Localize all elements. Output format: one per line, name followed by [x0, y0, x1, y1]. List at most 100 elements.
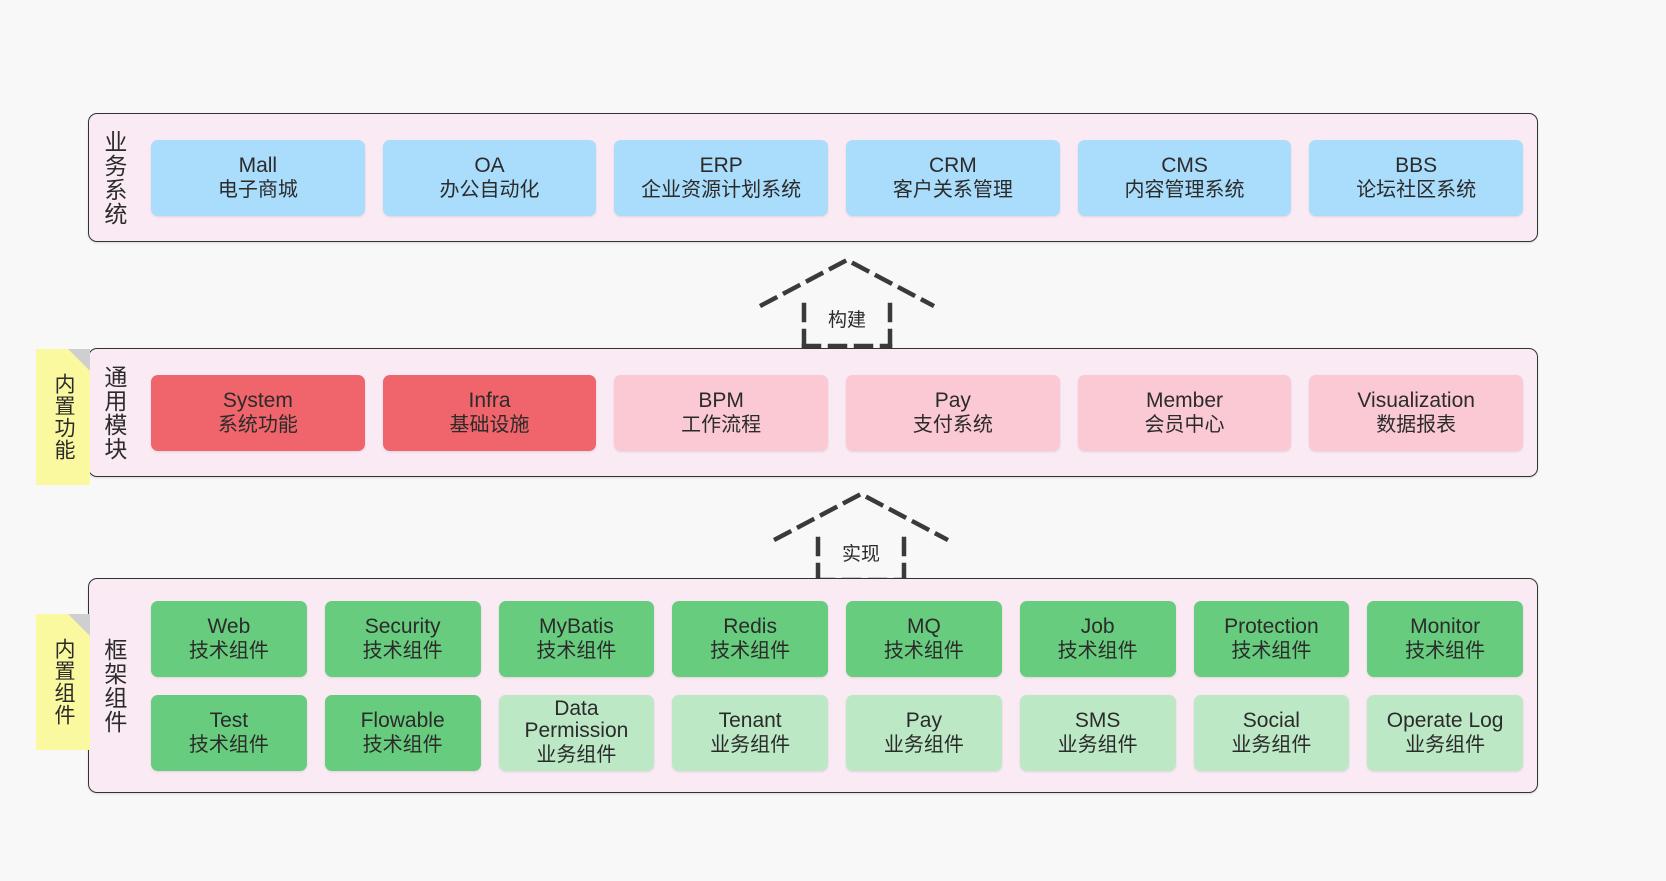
card-subtitle: 技术组件: [710, 640, 791, 663]
card-monitor[interactable]: Monitor 技术组件: [1367, 600, 1523, 677]
card-bbs[interactable]: BBS 论坛社区系统: [1309, 139, 1524, 216]
connector-implement-label: 实现: [841, 544, 881, 565]
card-subtitle: 业务组件: [710, 734, 791, 757]
card-title: Member: [1146, 388, 1224, 412]
connector-build: 构建: [752, 250, 942, 350]
card-subtitle: 电子商城: [217, 179, 298, 202]
card-title: MQ: [906, 614, 941, 638]
layer-business-system[interactable]: 业务系统 Mall 电子商城 OA 办公自动化 ERP 企业资源计划系统 CRM…: [88, 113, 1538, 242]
card-title: SMS: [1074, 708, 1121, 732]
card-redis[interactable]: Redis 技术组件: [672, 600, 828, 677]
card-protection[interactable]: Protection 技术组件: [1193, 600, 1350, 677]
card-system[interactable]: System 系统功能: [151, 374, 365, 451]
card-row: Test 技术组件 Flowable 技术组件 Data Permission …: [151, 694, 1523, 771]
layer-body-business-system: Mall 电子商城 OA 办公自动化 ERP 企业资源计划系统 CRM 客户关系…: [137, 114, 1537, 241]
card-subtitle: 论坛社区系统: [1356, 179, 1477, 202]
card-visualization[interactable]: Visualization 数据报表: [1309, 374, 1524, 451]
connector-implement-arrow: [772, 491, 950, 584]
sticky-note-label: 内置功能: [51, 373, 75, 461]
card-test[interactable]: Test 技术组件: [151, 694, 307, 771]
card-title: BPM: [698, 388, 744, 412]
card-subtitle: 业务组件: [1405, 734, 1486, 757]
card-crm[interactable]: CRM 客户关系管理: [846, 139, 1060, 216]
card-job[interactable]: Job 技术组件: [1019, 600, 1176, 677]
card-subtitle: 技术组件: [362, 734, 443, 757]
card-title: MyBatis: [539, 614, 614, 638]
layer-title-business-system: 业务系统: [100, 129, 127, 226]
card-subtitle: 支付系统: [912, 414, 993, 437]
card-title: Security: [364, 614, 441, 638]
card-title: Visualization: [1357, 388, 1475, 412]
card-subtitle: 基础设施: [449, 414, 530, 437]
card-title: Redis: [723, 614, 777, 638]
sticky-fold-corner-icon: [68, 349, 90, 371]
card-member[interactable]: Member 会员中心: [1077, 374, 1292, 451]
card-title: CRM: [928, 153, 977, 177]
card-cms[interactable]: CMS 内容管理系统: [1077, 139, 1292, 216]
card-subtitle: 技术组件: [188, 734, 269, 757]
card-erp[interactable]: ERP 企业资源计划系统: [614, 139, 829, 216]
card-title: Monitor: [1410, 614, 1481, 638]
card-title: Test: [209, 708, 249, 732]
connector-build-arrow: [758, 257, 936, 350]
card-bpm[interactable]: BPM 工作流程: [614, 374, 829, 451]
card-flowable[interactable]: Flowable 技术组件: [324, 694, 481, 771]
card-title: Protection: [1224, 614, 1319, 638]
card-title: ERP: [699, 153, 743, 177]
card-title: CMS: [1161, 153, 1208, 177]
card-title: Web: [207, 614, 251, 638]
connector-implement: 实现: [766, 484, 956, 584]
card-title: BBS: [1395, 153, 1438, 177]
sticky-note-label: 内置组件: [51, 638, 75, 726]
card-subtitle: 技术组件: [536, 640, 617, 663]
card-row: Mall 电子商城 OA 办公自动化 ERP 企业资源计划系统 CRM 客户关系…: [151, 139, 1524, 216]
card-pay[interactable]: Pay 支付系统: [846, 374, 1060, 451]
card-subtitle: 业务组件: [883, 734, 964, 757]
card-subtitle: 企业资源计划系统: [641, 179, 802, 202]
card-social[interactable]: Social 业务组件: [1193, 694, 1350, 771]
card-web[interactable]: Web 技术组件: [151, 600, 307, 677]
card-subtitle: 技术组件: [188, 640, 269, 663]
card-subtitle: 系统功能: [217, 414, 298, 437]
layer-title-framework-component: 框架组件: [100, 637, 127, 734]
card-pay-business[interactable]: Pay 业务组件: [846, 694, 1002, 771]
card-subtitle: 工作流程: [681, 414, 762, 437]
card-subtitle: 业务组件: [1231, 734, 1312, 757]
card-subtitle: 技术组件: [1405, 640, 1486, 663]
card-subtitle: 数据报表: [1376, 414, 1457, 437]
card-subtitle: 技术组件: [1057, 640, 1138, 663]
layer-body-common-module: System 系统功能 Infra 基础设施 BPM 工作流程 Pay 支付系统…: [137, 349, 1537, 476]
card-oa[interactable]: OA 办公自动化: [382, 139, 597, 216]
card-mq[interactable]: MQ 技术组件: [846, 600, 1002, 677]
card-subtitle: 技术组件: [1231, 640, 1312, 663]
card-subtitle: 业务组件: [536, 743, 617, 766]
card-infra[interactable]: Infra 基础设施: [382, 374, 597, 451]
card-sms[interactable]: SMS 业务组件: [1019, 694, 1176, 771]
card-row: Web 技术组件 Security 技术组件 MyBatis 技术组件 Redi…: [151, 600, 1523, 677]
card-mybatis[interactable]: MyBatis 技术组件: [498, 600, 655, 677]
card-title: Pay: [934, 388, 971, 412]
card-subtitle: 办公自动化: [439, 179, 540, 202]
card-title: System: [222, 388, 293, 412]
card-title: Tenant: [718, 708, 782, 732]
sticky-fold-corner-icon: [68, 614, 90, 636]
layer-title-common-module: 通用模块: [100, 364, 127, 461]
card-title: Social: [1242, 708, 1300, 732]
card-tenant[interactable]: Tenant 业务组件: [672, 694, 828, 771]
card-row: System 系统功能 Infra 基础设施 BPM 工作流程 Pay 支付系统…: [151, 374, 1524, 451]
card-title: Mall: [238, 153, 278, 177]
card-subtitle: 会员中心: [1144, 414, 1225, 437]
layer-body-framework-component: Web 技术组件 Security 技术组件 MyBatis 技术组件 Redi…: [137, 579, 1537, 792]
layer-common-module[interactable]: 通用模块 System 系统功能 Infra 基础设施 BPM 工作流程 Pay…: [88, 348, 1538, 477]
card-subtitle: 客户关系管理: [892, 179, 1013, 202]
sticky-note-builtin-component: 内置组件: [36, 614, 90, 750]
card-security[interactable]: Security 技术组件: [324, 600, 481, 677]
layer-framework-component[interactable]: 框架组件 Web 技术组件 Security 技术组件 MyBatis 技术组件…: [88, 578, 1538, 793]
card-subtitle: 业务组件: [1057, 734, 1138, 757]
card-title: Operate Log: [1386, 708, 1504, 732]
card-operate-log[interactable]: Operate Log 业务组件: [1367, 694, 1523, 771]
card-mall[interactable]: Mall 电子商城: [151, 139, 365, 216]
card-data-permission[interactable]: Data Permission 业务组件: [498, 694, 655, 771]
card-title: OA: [474, 153, 505, 177]
